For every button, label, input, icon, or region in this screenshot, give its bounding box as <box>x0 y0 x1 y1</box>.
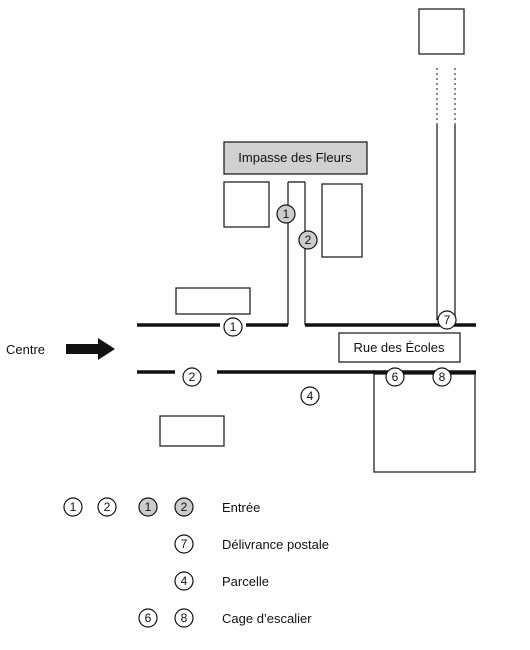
legend-entry-marker-outline-2: 2 <box>97 497 117 517</box>
svg-text:1: 1 <box>230 320 237 334</box>
building-b <box>321 183 363 258</box>
svg-text:4: 4 <box>307 389 314 403</box>
svg-text:2: 2 <box>104 500 111 514</box>
marker-postal-7: 7 <box>437 310 457 330</box>
legend-stair-marker-8: 8 <box>174 608 194 628</box>
svg-text:2: 2 <box>181 500 188 514</box>
impasse-label: Impasse des Fleurs <box>238 150 352 165</box>
svg-text:1: 1 <box>283 207 290 221</box>
legend-entry-label: Entrée <box>222 500 260 515</box>
legend-postal-label: Délivrance postale <box>222 537 329 552</box>
svg-text:7: 7 <box>444 313 451 327</box>
marker-parcel-4: 4 <box>300 386 320 406</box>
svg-text:6: 6 <box>145 611 152 625</box>
marker-entry-filled-2: 2 <box>298 230 318 250</box>
svg-text:1: 1 <box>70 500 77 514</box>
centre-label: Centre <box>6 342 45 357</box>
svg-text:8: 8 <box>439 370 446 384</box>
marker-entry-outline-2: 2 <box>182 367 202 387</box>
marker-entry-filled-1: 1 <box>276 204 296 224</box>
svg-text:2: 2 <box>305 233 312 247</box>
svg-text:2: 2 <box>189 370 196 384</box>
marker-entry-outline-1: 1 <box>223 317 243 337</box>
svg-text:4: 4 <box>181 574 188 588</box>
marker-stair-8: 8 <box>432 367 452 387</box>
legend-stair-label: Cage d’escalier <box>222 611 312 626</box>
legend-parcel-marker: 4 <box>174 571 194 591</box>
svg-text:6: 6 <box>392 370 399 384</box>
building-top-right <box>418 8 465 55</box>
rue-label-box <box>338 332 461 363</box>
legend-entry-marker-outline-1: 1 <box>63 497 83 517</box>
building-a <box>223 181 270 228</box>
legend-entry-marker-filled-1: 1 <box>138 497 158 517</box>
legend-entry-marker-filled-2: 2 <box>174 497 194 517</box>
impasse-label-box <box>223 141 368 175</box>
marker-stair-6: 6 <box>385 367 405 387</box>
legend-parcel-label: Parcelle <box>222 574 269 589</box>
rue-label: Rue des Écoles <box>353 340 445 355</box>
svg-text:7: 7 <box>181 537 188 551</box>
legend: 1 2 1 2 Entrée 7 Délivrance postale 4 Pa… <box>63 497 329 628</box>
building-c <box>175 287 251 315</box>
legend-stair-marker-6: 6 <box>138 608 158 628</box>
building-d <box>159 415 225 447</box>
svg-text:1: 1 <box>145 500 152 514</box>
legend-postal-marker: 7 <box>174 534 194 554</box>
svg-text:8: 8 <box>181 611 188 625</box>
building-large <box>373 373 476 473</box>
arrow-right-icon <box>66 338 115 360</box>
